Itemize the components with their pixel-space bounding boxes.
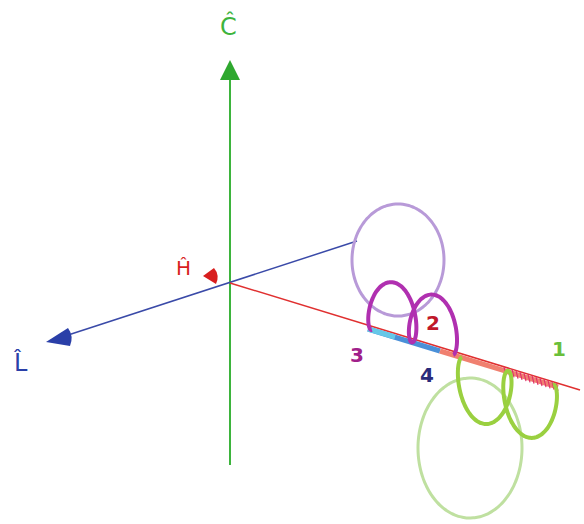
l-axis-arrow [46, 328, 72, 346]
axis-label: L̂ [12, 350, 29, 376]
helix-purple [368, 282, 457, 355]
c-axis-arrow [220, 60, 240, 80]
callout-number: 4 [418, 364, 436, 386]
large-loop-green [418, 378, 522, 518]
large-loop-purple [352, 204, 444, 316]
helix-green [458, 357, 557, 438]
callout-number: 2 [424, 312, 442, 334]
callout-number: 3 [348, 344, 366, 366]
callout-number: 1 [550, 338, 568, 360]
axis-label: Ĉ [218, 14, 239, 40]
l-axis [62, 241, 357, 337]
c-axis [229, 78, 231, 465]
h-axis-arrow [203, 268, 218, 284]
axis-label: Ĥ [174, 257, 193, 279]
h-axis [230, 283, 580, 390]
